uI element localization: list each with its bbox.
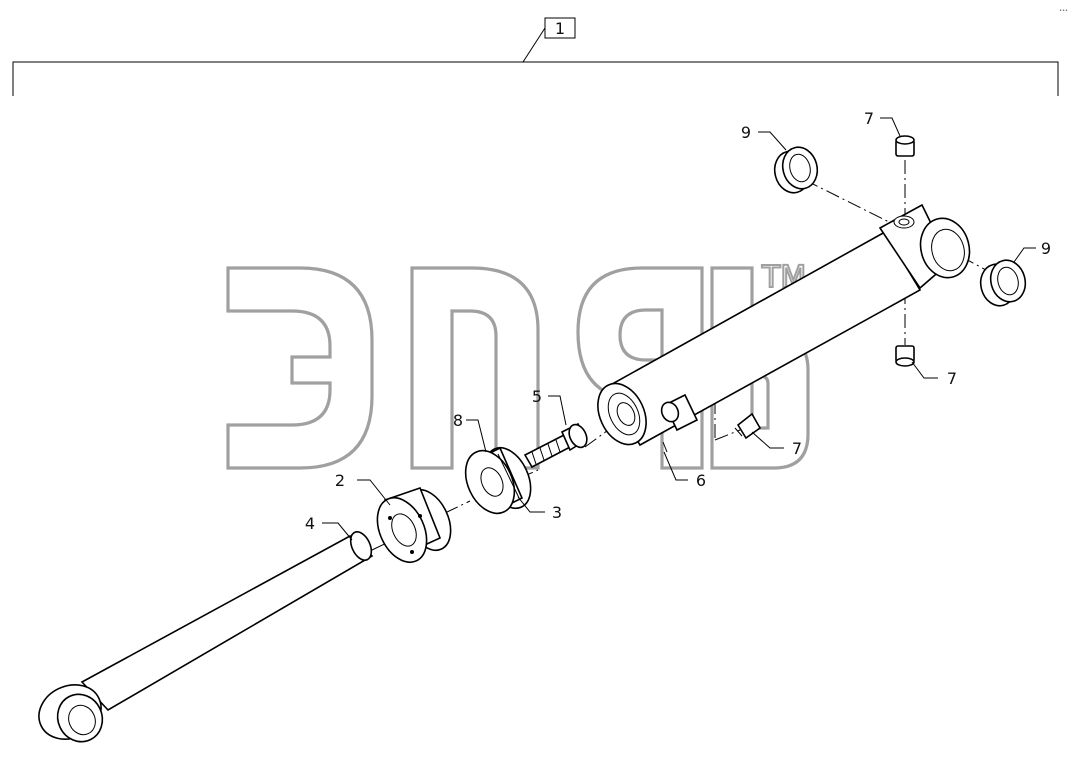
callout-6: 6 bbox=[696, 471, 706, 490]
callout-7-bottom: 7 bbox=[947, 369, 957, 388]
callout-1: 1 bbox=[555, 19, 565, 38]
callout-9-right: 9 bbox=[1041, 239, 1051, 258]
callout-3: 3 bbox=[552, 503, 562, 522]
watermark-letter-2 bbox=[410, 266, 540, 470]
bushings bbox=[773, 146, 1027, 307]
assembly-bracket: 1 bbox=[12, 17, 1059, 96]
callout-7-port: 7 bbox=[792, 439, 802, 458]
piston bbox=[464, 446, 532, 515]
watermark-letter-1 bbox=[226, 266, 374, 470]
rod-gland bbox=[376, 486, 452, 563]
callouts: 2 3 4 5 6 7 7 7 8 9 9 bbox=[305, 109, 1051, 533]
piston-rod bbox=[38, 531, 374, 743]
corner-note: ••• bbox=[1059, 8, 1068, 14]
cylinder-barrel bbox=[597, 203, 971, 447]
callout-8: 8 bbox=[453, 411, 463, 430]
callout-5: 5 bbox=[532, 387, 542, 406]
leader-lines bbox=[322, 117, 1036, 541]
callout-9-left: 9 bbox=[741, 123, 751, 142]
piston-bolt bbox=[523, 422, 588, 469]
callout-7-top: 7 bbox=[864, 109, 874, 128]
small-screw bbox=[662, 441, 668, 453]
callout-2: 2 bbox=[335, 471, 345, 490]
callout-4: 4 bbox=[305, 514, 315, 533]
plugs bbox=[734, 135, 915, 440]
